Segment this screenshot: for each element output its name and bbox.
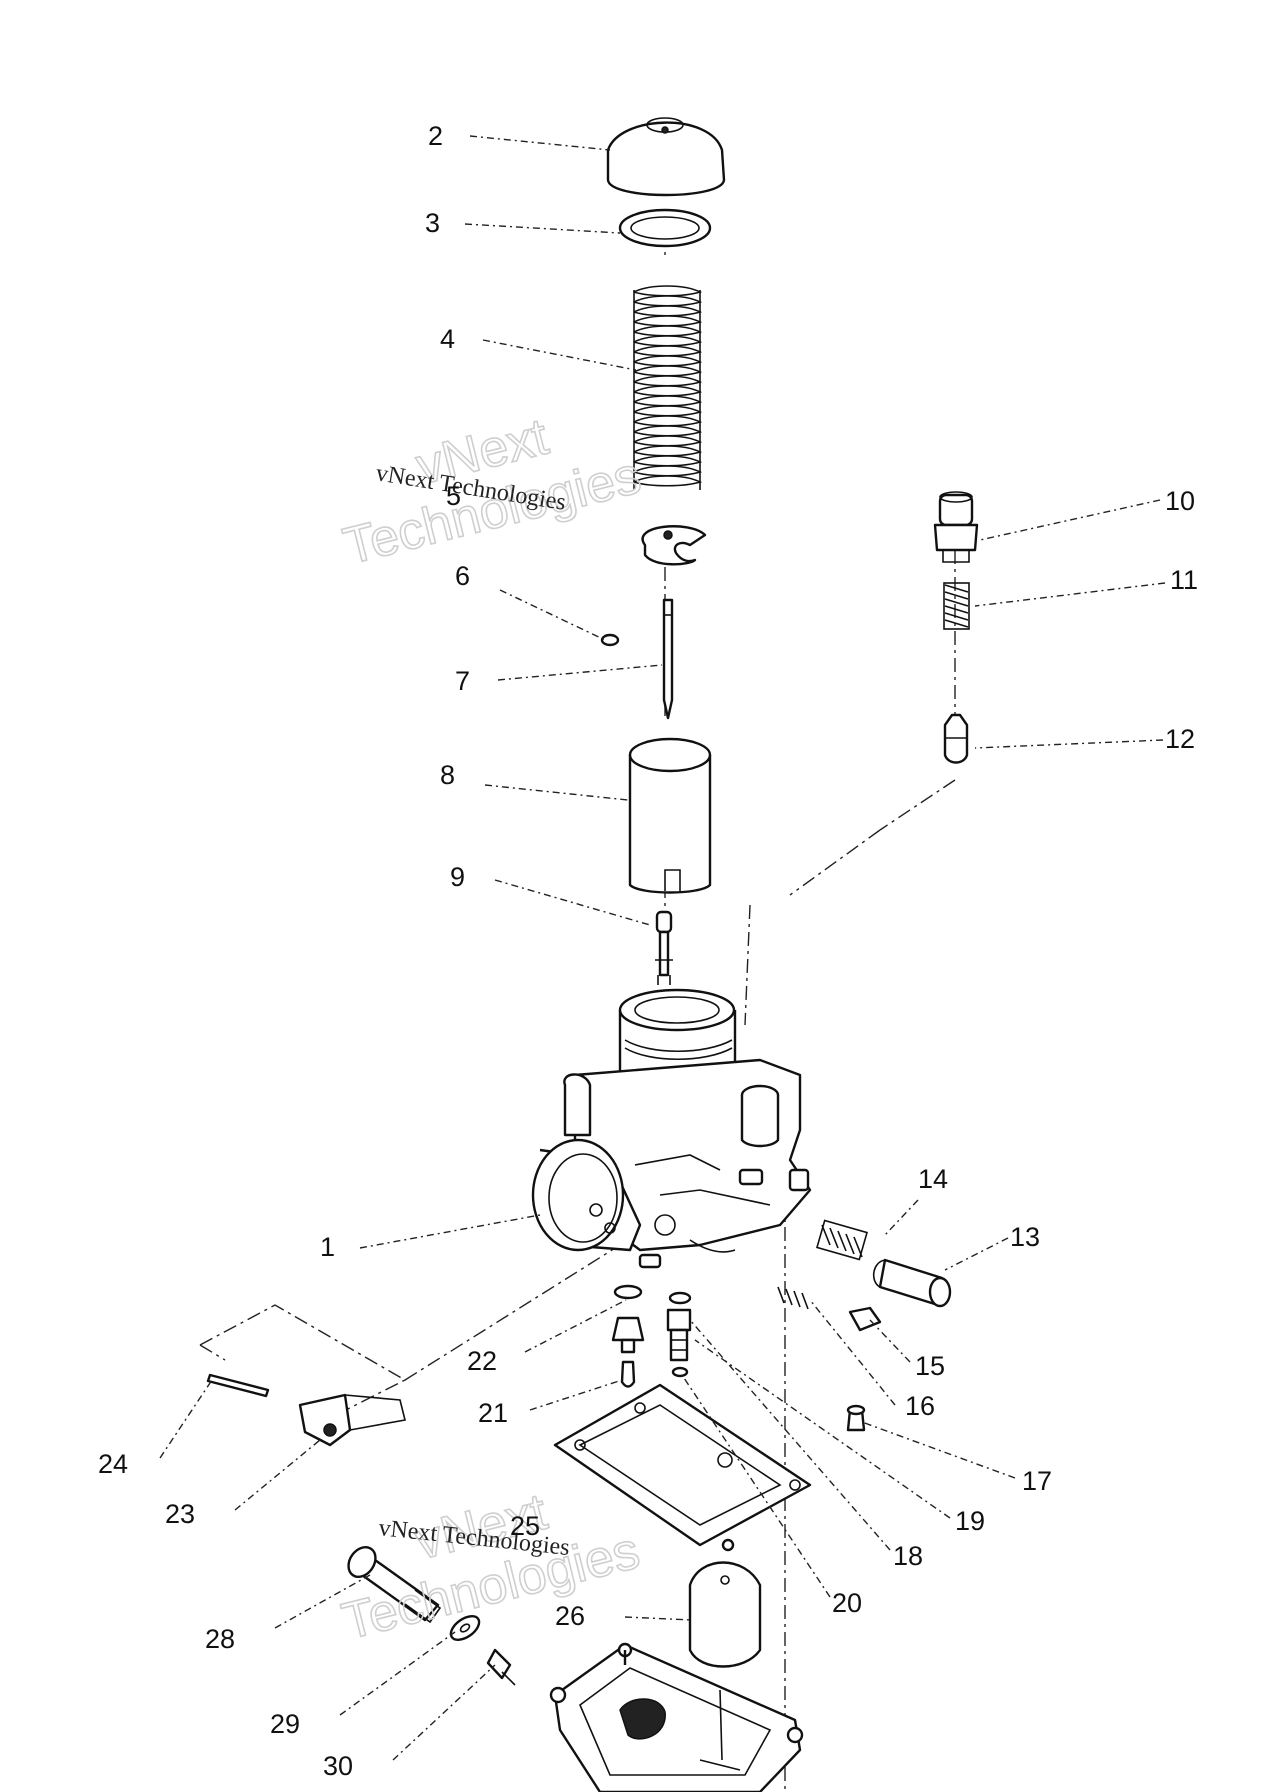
part-12-float-needle [943,713,969,764]
callout-21: 21 [478,1398,508,1428]
callout-2: 2 [428,121,443,151]
callout-9: 9 [450,862,465,892]
callout-17: 17 [1022,1466,1052,1496]
callout-6: 6 [455,561,470,591]
callout-1: 1 [320,1232,335,1262]
callout-labels: 1234567891011121314151617181920212223242… [98,121,1198,1781]
part-25-float-bowl-gasket [553,1383,812,1547]
part-11-spring [943,582,970,630]
leader-lines [159,135,1166,1761]
part-16-spring [777,1286,809,1310]
leader-line-26 [624,1616,693,1621]
leader-line-21 [529,1379,623,1411]
leader-line-4 [482,339,637,371]
callout-4: 4 [440,324,455,354]
callout-16: 16 [905,1391,935,1421]
part-5-clip-plate [641,525,707,566]
part-14-spring [816,1219,868,1261]
callout-24: 24 [98,1449,128,1479]
leader-line-2 [469,135,611,151]
leader-line-24 [159,1379,213,1459]
part-28-drain-bolt [347,1545,442,1624]
leader-line-13 [944,1237,1009,1271]
part-23-float-arm [298,1393,406,1447]
leader-line-14 [884,1199,919,1236]
part-21-main-jet [611,1316,645,1388]
part-10-cap-nut [933,491,979,563]
callout-10: 10 [1165,486,1195,516]
callout-28: 28 [205,1624,235,1654]
callout-11: 11 [1170,565,1198,595]
part-9-needle-jet [655,910,673,985]
leader-line-10 [979,499,1161,541]
callout-12: 12 [1165,724,1195,754]
callout-25: 25 [510,1511,540,1541]
callout-7: 7 [455,666,470,696]
part-30-screw [486,1648,516,1686]
leader-line-15 [869,1319,911,1363]
leader-line-23 [234,1439,321,1511]
leader-line-22 [524,1299,627,1353]
leader-line-20 [681,1374,831,1598]
part-13-idle-screw [872,1258,952,1308]
part-24-float-pin [206,1373,270,1398]
part-19-pilot-jet [666,1308,692,1362]
callout-8: 8 [440,760,455,790]
callout-5: 5 [446,481,461,511]
part-3-gasket-ring [618,208,712,248]
part-8-throttle-slide [628,737,712,894]
leader-line-3 [464,223,621,234]
callout-19: 19 [955,1506,985,1536]
part-15-air-screw [848,1306,882,1332]
callout-18: 18 [893,1541,923,1571]
part-1-carburetor-body [531,988,812,1269]
part-17-plug [846,1404,866,1432]
callout-26: 26 [555,1601,585,1631]
callout-13: 13 [1010,1222,1040,1252]
part-7-needle [662,598,674,720]
part-2-cap [606,117,726,197]
callout-15: 15 [915,1351,945,1381]
leader-line-28 [274,1574,371,1629]
leader-line-19 [694,1339,951,1519]
leader-line-1 [359,1214,541,1249]
part-22-washer [613,1284,692,1305]
leader-line-6 [499,589,606,641]
leader-line-30 [392,1664,496,1761]
leader-line-16 [809,1299,896,1406]
part-29-washer [449,1615,481,1641]
leader-line-17 [861,1421,1016,1479]
callout-14: 14 [918,1164,948,1194]
part-4-spring [633,285,703,490]
leader-line-12 [974,739,1164,749]
callout-29: 29 [270,1709,300,1739]
float-bowl [549,1642,804,1792]
part-6-e-clip [600,633,620,647]
part-26-float [688,1538,762,1668]
leader-line-8 [484,784,629,801]
leader-line-29 [339,1631,456,1716]
callout-23: 23 [165,1499,195,1529]
callout-30: 30 [323,1751,353,1781]
callout-3: 3 [425,208,440,238]
part-20-o-ring [671,1366,689,1378]
leader-line-9 [494,879,651,926]
leader-line-7 [497,664,663,681]
callout-22: 22 [467,1346,497,1376]
callout-20: 20 [832,1588,862,1618]
leader-line-11 [974,582,1166,607]
